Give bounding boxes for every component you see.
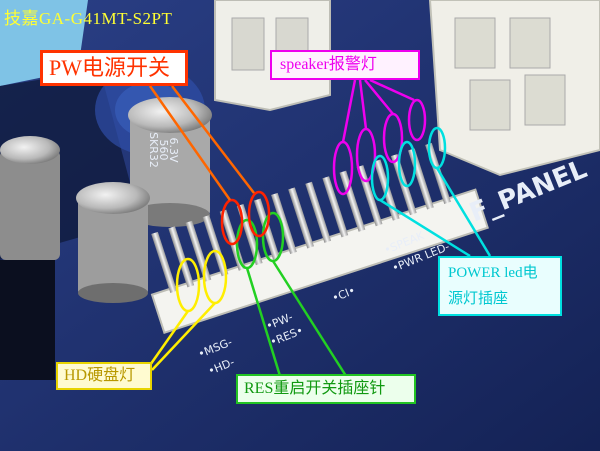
power-led-markers	[370, 126, 492, 258]
hd-led-callout: HD硬盘灯	[56, 362, 152, 390]
black-component	[0, 260, 55, 380]
reset-markers	[235, 211, 348, 377]
capacitor-label-voltage: 6.3V	[167, 137, 180, 162]
image-title: 技嘉GA-G41MT-S2PT	[4, 9, 173, 28]
speaker-callout: speaker报警灯	[270, 50, 420, 80]
power-led-callout-line-1: POWER led电	[448, 265, 538, 281]
reset-callout: RES重启开关插座针	[236, 374, 416, 404]
pw-markers	[148, 85, 271, 246]
small-capacitor	[76, 182, 150, 303]
power-led-callout-line-2: 源灯插座	[448, 291, 509, 307]
capacitor-label-capacity: 560	[157, 140, 170, 161]
speaker-markers	[332, 78, 427, 196]
power-led-callout: POWER led电 源灯插座	[438, 256, 562, 316]
capacitor-label-code: SKR32	[147, 132, 160, 168]
left-capacitor	[0, 136, 60, 260]
hd-markers	[146, 249, 228, 371]
pw-switch-callout: PW电源开关	[40, 50, 188, 86]
